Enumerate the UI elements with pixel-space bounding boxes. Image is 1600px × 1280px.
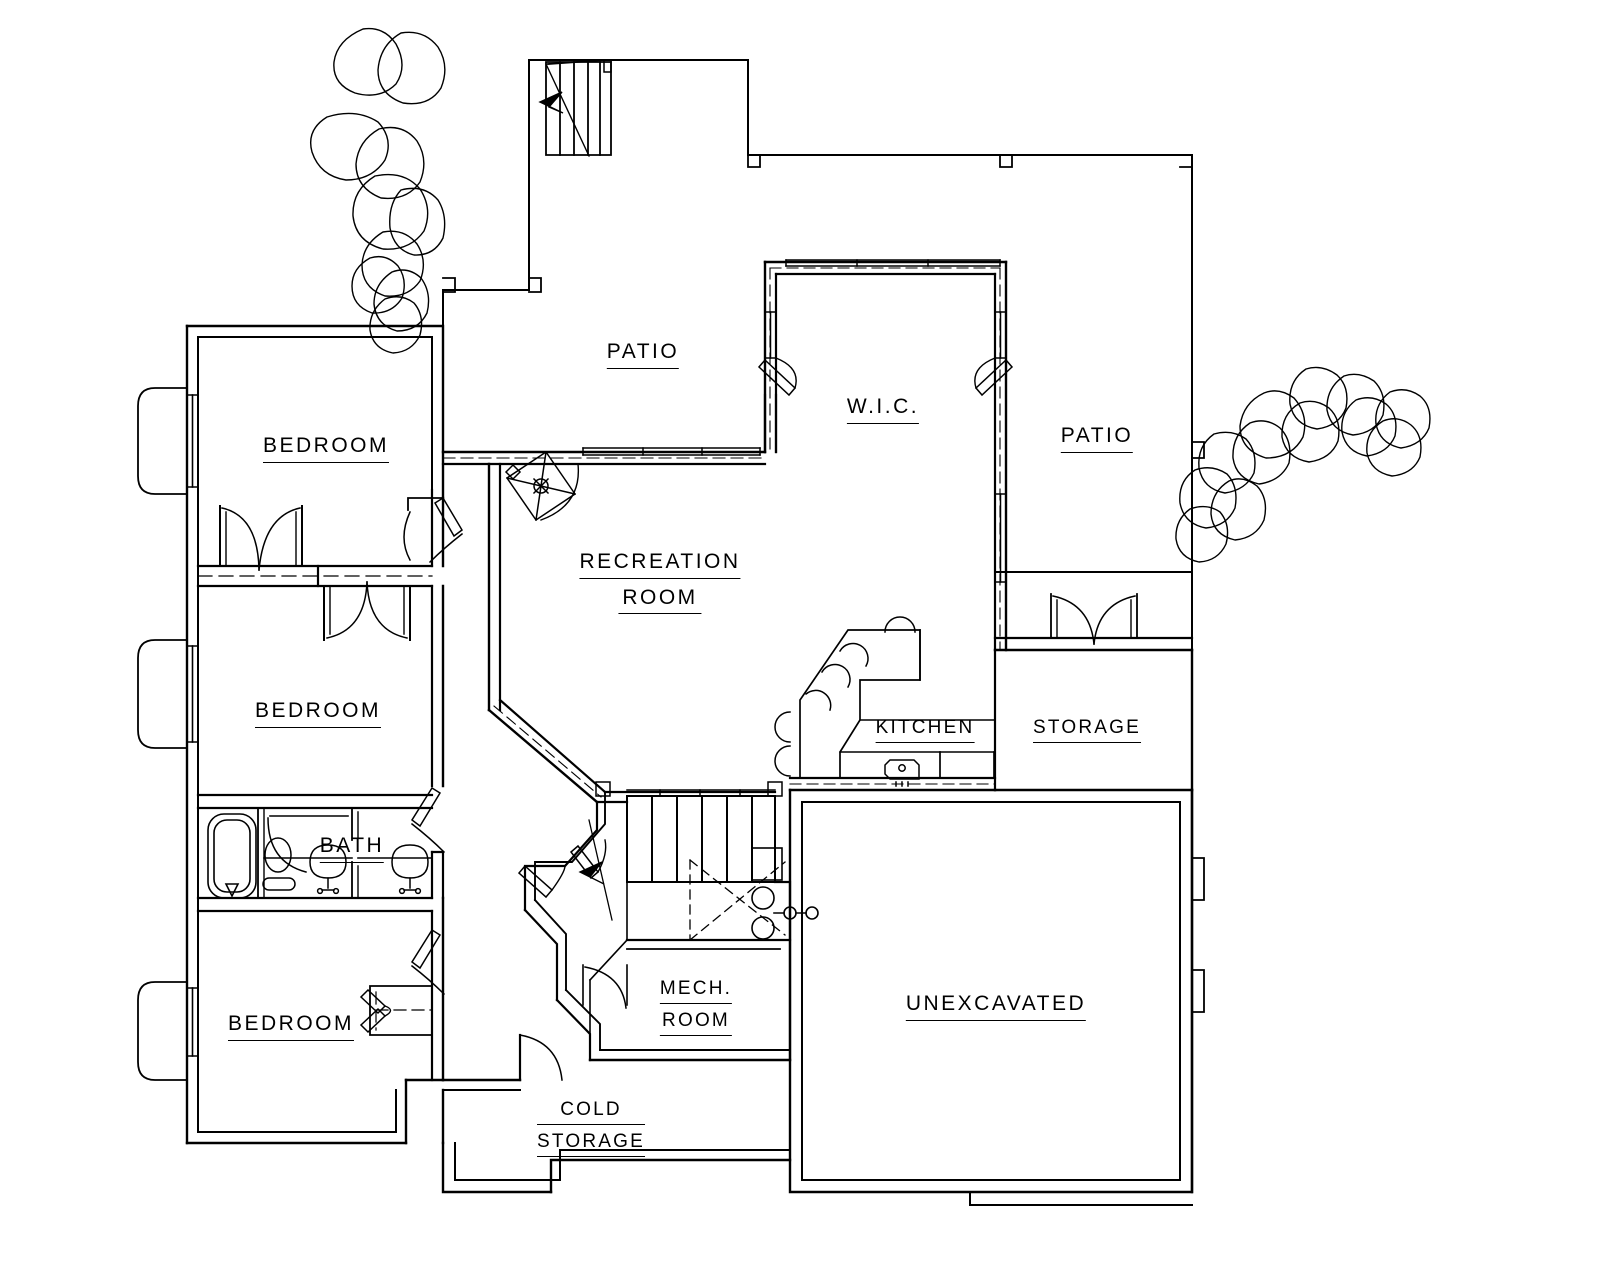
room-label-line: STORAGE [1033, 715, 1141, 744]
room-label-storage: STORAGE [1033, 715, 1141, 744]
room-label-line: MECH. [659, 976, 733, 1005]
room-label-line: UNEXCAVATED [905, 990, 1087, 1021]
room-label-line: COLD [537, 1097, 645, 1126]
room-label-bedroom-1: BEDROOM [262, 432, 390, 463]
room-label-line: STORAGE [537, 1129, 645, 1158]
room-label-line: BATH [319, 832, 385, 863]
room-label-line: KITCHEN [875, 715, 975, 744]
room-label-kitchen: KITCHEN [875, 715, 975, 744]
room-label-unexcavated: UNEXCAVATED [905, 990, 1087, 1021]
room-label-recreation-room: RECREATION ROOM [579, 548, 741, 615]
room-label-line: W.I.C. [846, 393, 920, 424]
room-label-cold-storage: COLD STORAGE [537, 1097, 645, 1158]
room-label-line: BEDROOM [262, 432, 390, 463]
room-label-bath: BATH [319, 832, 385, 863]
room-label-line: ROOM [659, 1008, 733, 1037]
room-label-line: BEDROOM [227, 1010, 355, 1041]
room-label-wic: W.I.C. [846, 393, 920, 424]
room-label-bedroom-3: BEDROOM [227, 1010, 355, 1041]
room-label-patio-right: PATIO [1060, 422, 1134, 453]
room-label-line: PATIO [1060, 422, 1134, 453]
room-label-line: ROOM [618, 584, 702, 615]
room-label-line: BEDROOM [254, 697, 382, 728]
room-label-bedroom-2: BEDROOM [254, 697, 382, 728]
room-label-mech-room: MECH. ROOM [659, 976, 733, 1037]
room-label-patio-left: PATIO [606, 338, 680, 369]
room-label-line: PATIO [606, 338, 680, 369]
room-label-line: RECREATION [579, 548, 741, 579]
